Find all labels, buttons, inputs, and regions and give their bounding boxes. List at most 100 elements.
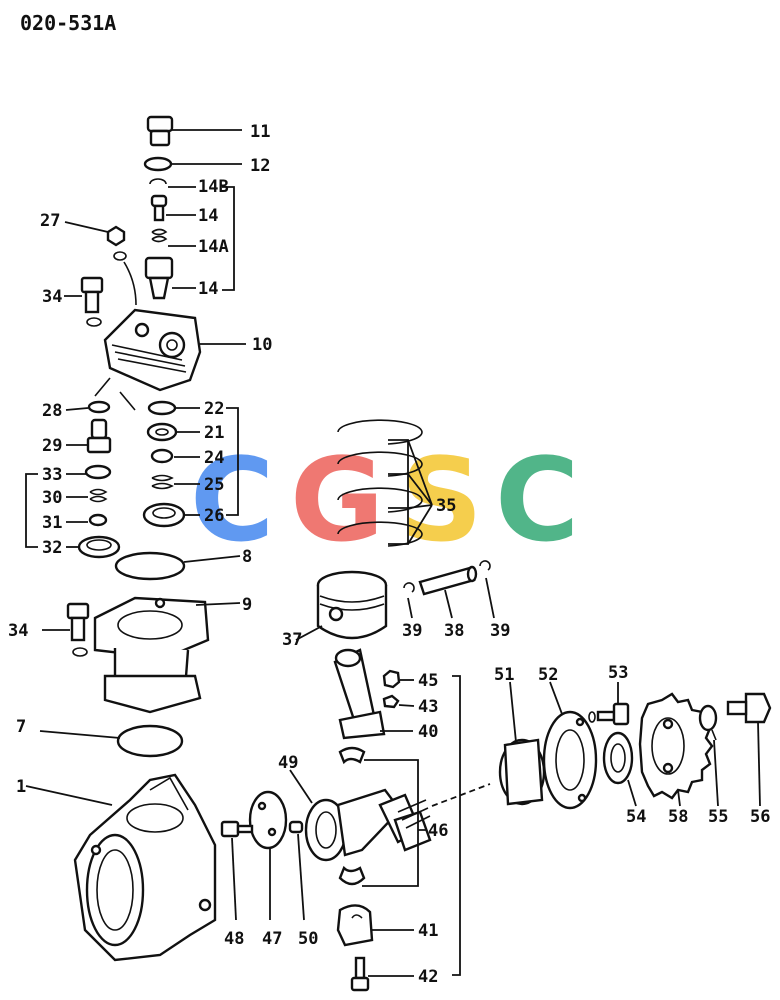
label-7: 7: [16, 717, 26, 737]
bracket-14: [222, 186, 235, 291]
valve-plunger-14: [150, 194, 196, 222]
watermark-letter-c1: C: [190, 434, 274, 568]
ring-31: [66, 513, 108, 527]
label-32: 32: [42, 538, 62, 558]
bracket-22-26: [226, 407, 239, 516]
cgsc-watermark: C G S C: [190, 434, 579, 568]
gasket-26: [142, 502, 200, 528]
valve-seat-14: [144, 256, 196, 300]
label-48: 48: [224, 929, 244, 949]
thrust-plate-47: [248, 790, 288, 920]
label-26: 26: [204, 506, 224, 526]
bolt-34-lower: [42, 602, 90, 657]
label-41: 41: [418, 921, 438, 941]
label-37: 37: [282, 630, 302, 650]
connecting-rod-40: [333, 648, 413, 740]
label-58: 58: [668, 807, 688, 827]
gasket-52: [542, 681, 598, 810]
label-30: 30: [42, 488, 62, 508]
label-52: 52: [538, 665, 558, 685]
label-54: 54: [626, 807, 646, 827]
label-50: 50: [298, 929, 318, 949]
snap-ring-14b: [149, 178, 196, 188]
label-27: 27: [40, 211, 60, 231]
cylinder-head-10: [94, 308, 246, 411]
label-21: 21: [204, 423, 224, 443]
spring-25: [151, 474, 200, 490]
label-14-seat: 14: [198, 279, 218, 299]
gasket-32: [66, 535, 121, 559]
clip-39-left: [403, 582, 415, 619]
nut-27: [64, 221, 137, 306]
label-34-top: 34: [42, 287, 62, 307]
label-31: 31: [42, 513, 62, 533]
bolt-34-top: [64, 276, 104, 327]
gear-58: [638, 692, 714, 807]
screw-48: [220, 820, 254, 921]
label-28: 28: [42, 401, 62, 421]
label-42: 42: [418, 967, 438, 987]
washer-43: [382, 694, 415, 709]
o-ring-8: [114, 551, 241, 581]
label-40: 40: [418, 722, 438, 742]
piston-pin-38: [418, 565, 478, 619]
label-34-lower: 34: [8, 621, 28, 641]
nut-56: [726, 692, 772, 807]
washer-28: [65, 400, 111, 414]
fitting-29: [66, 418, 112, 454]
washer-12: [143, 156, 242, 172]
nut-45: [382, 669, 414, 689]
crankshaft-49: [289, 769, 491, 862]
bracket-33-32: [25, 473, 38, 548]
label-38: 38: [444, 621, 464, 641]
spacer-54: [602, 731, 637, 807]
label-49: 49: [278, 753, 298, 773]
label-14: 14: [198, 206, 218, 226]
label-45: 45: [418, 671, 438, 691]
valve-24: [150, 448, 200, 464]
bracket-45-42: [452, 675, 461, 976]
o-ring-7: [39, 724, 184, 758]
label-12: 12: [250, 156, 270, 176]
label-8: 8: [242, 547, 252, 567]
bearing-shells-46: [338, 746, 426, 887]
label-39-left: 39: [402, 621, 422, 641]
label-22: 22: [204, 399, 224, 419]
label-53: 53: [608, 663, 628, 683]
label-55: 55: [708, 807, 728, 827]
label-25: 25: [204, 475, 224, 495]
label-47: 47: [262, 929, 282, 949]
label-24: 24: [204, 448, 224, 468]
bolt-53: [588, 682, 630, 726]
washer-33: [66, 464, 112, 480]
clip-39-right: [479, 560, 495, 619]
label-56: 56: [750, 807, 770, 827]
label-33: 33: [42, 465, 62, 485]
label-10: 10: [252, 335, 272, 355]
crankcase-1: [25, 773, 217, 962]
watermark-letter-c2: C: [495, 434, 579, 568]
bearing-cap-41: [336, 904, 414, 947]
valve-spring-14a: [151, 228, 196, 247]
label-29: 29: [42, 436, 62, 456]
piston-rings-35: [337, 419, 433, 547]
label-1: 1: [16, 777, 26, 797]
label-14a: 14A: [198, 237, 229, 257]
label-39-right: 39: [490, 621, 510, 641]
valve-cap-11: [146, 115, 242, 147]
label-11: 11: [250, 122, 270, 142]
washer-55: [698, 704, 719, 807]
diagram-code: 020-531A: [20, 11, 116, 35]
label-35: 35: [436, 496, 456, 516]
label-9: 9: [242, 595, 252, 615]
piston-37: [295, 570, 388, 641]
dowel-50: [288, 820, 305, 921]
label-51: 51: [494, 665, 514, 685]
cylinder-block-9: [93, 596, 241, 714]
seat-21: [146, 422, 200, 442]
bolt-42: [350, 956, 414, 992]
label-14b: 14B: [198, 177, 229, 197]
washer-22: [147, 400, 200, 416]
oil-seal-51: [498, 681, 546, 806]
label-43: 43: [418, 697, 438, 717]
